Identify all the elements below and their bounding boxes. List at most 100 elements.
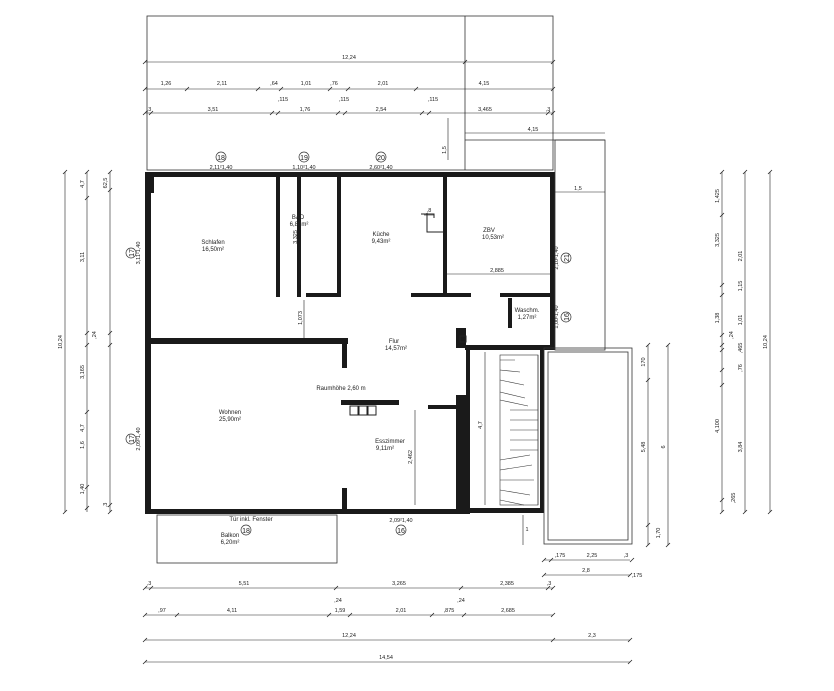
room-balkon-name: Balkon bbox=[221, 533, 239, 539]
window-marker-16b bbox=[395, 524, 407, 536]
dim-stair-one: 1 bbox=[525, 527, 528, 533]
dimension-tick bbox=[84, 169, 90, 175]
dim-stair-2-0: 2,8 bbox=[582, 568, 590, 574]
dimension-tick bbox=[255, 86, 261, 92]
dim-left-inner-1: ,3 bbox=[103, 503, 109, 508]
dim-bottom-3-left: 12,24 bbox=[342, 633, 356, 639]
dimension-tick bbox=[645, 377, 651, 383]
dimension-tick bbox=[458, 585, 464, 591]
dim-right-1: 3,325 bbox=[715, 233, 721, 247]
dim-stair-v-0: 170 bbox=[641, 357, 647, 366]
dimension-tick bbox=[541, 572, 547, 578]
wall-flur-west-stub bbox=[342, 338, 347, 368]
stair-east-wall bbox=[540, 345, 544, 513]
dimension-tick bbox=[545, 110, 551, 116]
dimension-tick bbox=[347, 612, 353, 618]
wall-zbv-flur bbox=[500, 293, 555, 297]
window-size-16b: 2,09²1,40 bbox=[389, 518, 412, 524]
dimension-tick bbox=[550, 585, 556, 591]
zbv-corner-stub bbox=[426, 213, 444, 233]
dimension-tick bbox=[184, 86, 190, 92]
window-size-20: 2,60²1,40 bbox=[369, 165, 392, 171]
dim-bottom-3-right: 2,3 bbox=[588, 633, 596, 639]
dimension-tick bbox=[645, 542, 651, 548]
dim-top-total: 12,24 bbox=[342, 55, 356, 61]
terrace-outline bbox=[146, 15, 554, 171]
window-num-16b: 16 bbox=[397, 528, 405, 535]
dim-stair-v-3: 1,70 bbox=[656, 528, 662, 539]
dimension-tick bbox=[719, 332, 725, 338]
dimension-tick bbox=[629, 557, 635, 563]
dim-bottom-2-4: ,875 bbox=[444, 608, 455, 614]
dimension-tick bbox=[107, 187, 113, 193]
dimension-tick bbox=[148, 585, 154, 591]
window-marker-17b bbox=[125, 433, 137, 445]
dim-top-r2: 1,5 bbox=[574, 186, 582, 192]
room-bad-area: 6,88m² bbox=[290, 222, 309, 228]
dim-left-2: ,24 bbox=[92, 331, 98, 339]
wall-wohnen-essen-stub bbox=[342, 488, 347, 510]
dimension-tick bbox=[550, 110, 556, 116]
dim-right-9: 4,100 bbox=[715, 419, 721, 433]
dimension-tick bbox=[426, 110, 432, 116]
dim-stair-1-2: ,3 bbox=[624, 553, 629, 559]
window-size-18: 2,11²1,40 bbox=[210, 165, 233, 171]
dimension-tick bbox=[550, 86, 556, 92]
dimension-tick bbox=[719, 169, 725, 175]
window-marker-18b bbox=[240, 524, 252, 536]
window-marker-17a bbox=[125, 247, 137, 259]
dimension-tick bbox=[148, 110, 154, 116]
dimension-tick bbox=[767, 169, 773, 175]
south-wall bbox=[145, 509, 470, 514]
dimension-tick bbox=[62, 509, 68, 515]
dimension-tick bbox=[719, 367, 725, 373]
door-label: Tür inkl. Fenster bbox=[229, 517, 272, 523]
wall-bad-flur bbox=[306, 293, 340, 297]
dimension-tick bbox=[142, 59, 148, 65]
dim-bottom-1-1: 5,51 bbox=[239, 581, 250, 587]
side-terrace bbox=[554, 139, 606, 351]
wall-essen-north bbox=[428, 405, 458, 409]
door-jamb-west bbox=[150, 177, 154, 193]
stair-west-wall bbox=[466, 345, 470, 514]
dim-zbv-inner: 2,885 bbox=[490, 268, 504, 274]
dim-bottom-2-2: 1,59 bbox=[335, 608, 346, 614]
dim-left-1: 3,11 bbox=[80, 252, 86, 262]
dim-right-11: ,265 bbox=[731, 493, 737, 504]
east-wall-upper bbox=[550, 172, 555, 350]
dimension-tick bbox=[541, 557, 547, 563]
dim-right-10: 3,84 bbox=[738, 442, 744, 453]
dimension-tick bbox=[142, 110, 148, 116]
room-zbv-area: 10,53m² bbox=[482, 235, 504, 241]
wall-schlafen-bad bbox=[276, 177, 280, 297]
room-essen-name: Esszimmer bbox=[375, 439, 405, 445]
dim-top-3-1: 3,51 bbox=[208, 107, 219, 113]
window-markers bbox=[125, 151, 572, 536]
stair-extension-inner bbox=[547, 351, 629, 541]
dimension-tick bbox=[275, 110, 281, 116]
dimension-tick bbox=[84, 409, 90, 415]
dim-top-3-6: ,115 bbox=[428, 97, 438, 103]
wall-bad-inner bbox=[297, 177, 301, 297]
dimension-tick bbox=[84, 342, 90, 348]
west-wall bbox=[145, 172, 151, 514]
dim-top-3-7: 3,465 bbox=[478, 107, 492, 113]
dim-right-0: 1,425 bbox=[715, 189, 721, 203]
chimney bbox=[456, 328, 466, 348]
dimension-tick bbox=[550, 612, 556, 618]
dim-top-2-5: 2,01 bbox=[378, 81, 389, 87]
dimension-tick bbox=[142, 659, 148, 665]
room-kueche-area: 9,43m² bbox=[372, 239, 391, 245]
dimension-tick bbox=[84, 505, 90, 511]
dim-left-6: 1,40 bbox=[80, 484, 86, 495]
dimension-tick bbox=[719, 292, 725, 298]
dim-stair-1-0: ,175 bbox=[555, 553, 566, 559]
window-num-20: 20 bbox=[377, 155, 385, 162]
wall-essen-east bbox=[456, 395, 466, 510]
dim-bottom-2-0: ,97 bbox=[158, 608, 166, 614]
balcony-outline bbox=[156, 514, 338, 564]
room-kueche-name: Küche bbox=[372, 232, 390, 238]
dimension-tick bbox=[429, 612, 435, 618]
wall-waschm-west bbox=[508, 298, 512, 328]
